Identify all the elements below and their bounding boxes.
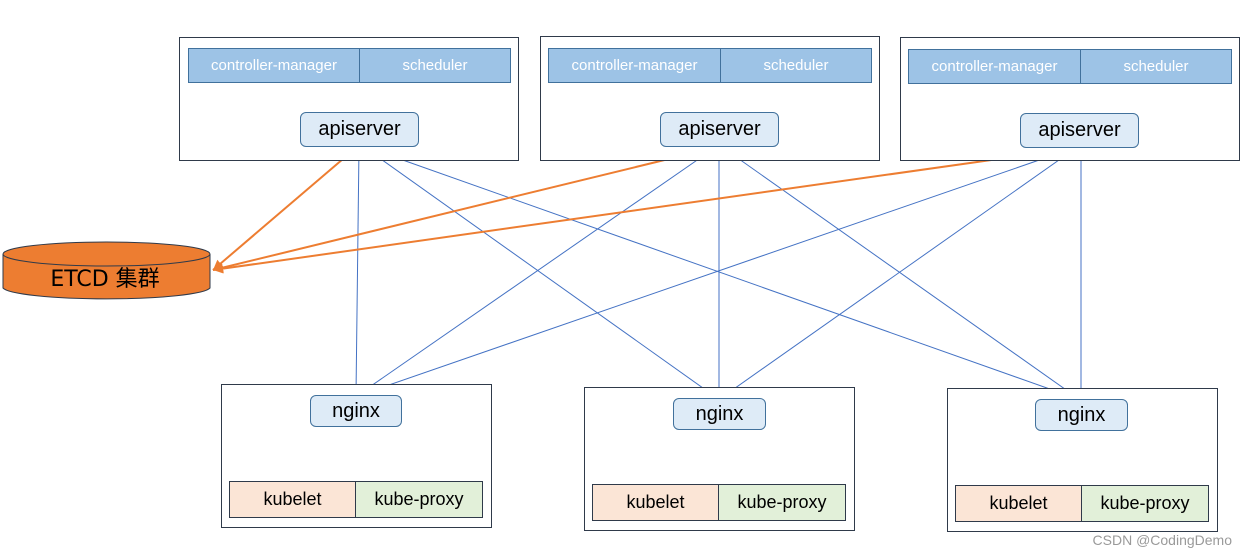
etcd-cylinder <box>2 241 211 300</box>
kube-proxy-box: kube-proxy <box>718 484 846 521</box>
api1-to-etcd <box>212 146 358 271</box>
nginx3-to-api1 <box>365 146 1079 400</box>
scheduler-box: scheduler <box>359 48 511 83</box>
kubelet-box: kubelet <box>592 484 719 521</box>
api2-to-etcd <box>212 146 719 273</box>
nginx-box: nginx <box>673 398 766 430</box>
nginx1-to-api2 <box>357 146 717 396</box>
api3-to-etcd <box>212 147 1077 274</box>
nginx1-to-api1 <box>354 146 363 396</box>
kube-proxy-box: kube-proxy <box>355 481 483 518</box>
controller-manager-box: controller-manager <box>908 49 1081 84</box>
nginx-box: nginx <box>310 395 402 427</box>
controller-manager-box: controller-manager <box>548 48 721 83</box>
apiserver-box: apiserver <box>660 112 779 147</box>
nginx3-to-api2 <box>721 146 1080 400</box>
nginx2-to-api3 <box>720 147 1077 399</box>
nginx-box: nginx <box>1035 399 1128 431</box>
kubelet-box: kubelet <box>229 481 356 518</box>
scheduler-box: scheduler <box>1080 49 1232 84</box>
apiserver-box: apiserver <box>300 112 419 147</box>
etcd-arrows <box>212 146 1077 274</box>
watermark: CSDN @CodingDemo <box>1092 532 1232 548</box>
nginx2-to-api1 <box>363 146 718 399</box>
controller-manager-box: controller-manager <box>188 48 360 83</box>
kube-proxy-box: kube-proxy <box>1081 485 1209 522</box>
etcd-cluster-label: ETCD 集群 <box>50 267 160 292</box>
scheduler-box: scheduler <box>720 48 872 83</box>
nginx-apiserver-arrows <box>354 146 1085 400</box>
apiserver-box: apiserver <box>1020 113 1139 148</box>
kubelet-box: kubelet <box>955 485 1082 522</box>
